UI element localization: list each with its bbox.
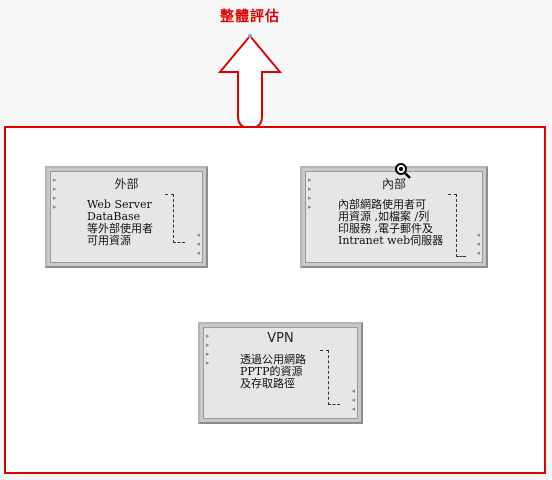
diagram-title: 整體評估 bbox=[220, 9, 280, 25]
card-dash-line bbox=[165, 194, 174, 243]
text-line: 透過公用網路 bbox=[240, 353, 306, 366]
card-dash-line bbox=[320, 350, 329, 405]
card-dash-line bbox=[173, 242, 185, 243]
vpn-card[interactable]: ▸▸▸▸ VPN 透過公用網路 PPTP的資源 及存取路徑 ◂◂◂ bbox=[198, 322, 363, 424]
arrow-tip-handle[interactable] bbox=[248, 34, 252, 38]
vpn-card-text: 透過公用網路 PPTP的資源 及存取路徑 bbox=[240, 354, 306, 390]
text-line: 及存取路徑 bbox=[240, 377, 295, 390]
card-edge-marks: ▸▸▸▸ bbox=[308, 176, 312, 211]
card-edge-marks: ▸▸▸▸ bbox=[206, 332, 210, 367]
external-card-title: 外部 bbox=[114, 177, 139, 191]
external-card[interactable]: ▸▸▸▸ 外部 Web Server DataBase 等外部使用者 可用資源 … bbox=[45, 166, 208, 268]
card-edge-marks: ◂◂◂ bbox=[196, 231, 200, 257]
up-arrow bbox=[217, 34, 283, 130]
text-line: 可用資源 bbox=[87, 234, 131, 247]
text-line: Web Server bbox=[87, 198, 152, 211]
card-edge-marks: ▸▸▸▸ bbox=[53, 176, 57, 211]
magnifier-icon[interactable] bbox=[394, 162, 412, 180]
card-dash-line bbox=[456, 256, 466, 257]
card-edge-marks: ◂◂◂ bbox=[476, 231, 480, 257]
internal-card-text: 內部網路使用者可 用資源 ,如檔案 /列 印服務 ,電子郵件及 Intranet… bbox=[338, 199, 443, 247]
external-card-text: Web Server DataBase 等外部使用者 可用資源 bbox=[87, 199, 153, 247]
text-line: PPTP的資源 bbox=[240, 365, 303, 378]
text-line: DataBase bbox=[87, 210, 141, 223]
text-line: 等外部使用者 bbox=[87, 222, 153, 235]
internal-card-title: 內部 bbox=[381, 177, 406, 191]
text-line: 印服務 ,電子郵件及 bbox=[338, 222, 433, 235]
vpn-card-title: VPN bbox=[267, 331, 294, 346]
card-edge-marks: ◂◂◂ bbox=[351, 387, 355, 413]
text-line: 內部網路使用者可 bbox=[338, 198, 426, 211]
text-line: Intranet web伺服器 bbox=[338, 234, 444, 247]
text-line: 用資源 ,如檔案 /列 bbox=[338, 210, 430, 223]
card-dash-line bbox=[328, 404, 340, 405]
card-dash-line bbox=[448, 194, 457, 257]
internal-card[interactable]: ▸▸▸▸ 內部 內部網路使用者可 用資源 ,如檔案 /列 印服務 ,電子郵件及 … bbox=[300, 166, 488, 268]
